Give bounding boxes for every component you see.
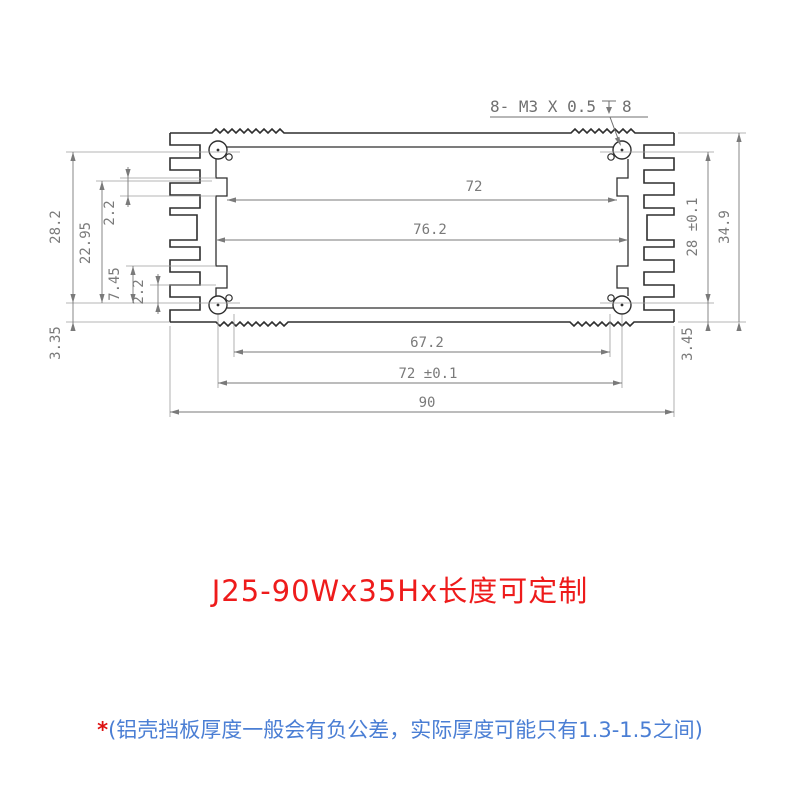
boss-slot-curl bbox=[607, 153, 615, 161]
technical-drawing: 72 76.2 67.2 72 ±0.1 90 28.2 22.95 2.2 7… bbox=[48, 97, 746, 417]
footnote-text: (铝壳挡板厚度一般会有负公差，实际厚度可能只有1.3-1.5之间) bbox=[108, 718, 703, 742]
left-fins bbox=[169, 133, 201, 322]
dim-left-groove-upper: 2.2 bbox=[102, 200, 118, 225]
boss-center-dot bbox=[216, 303, 220, 307]
boss-slot-curl bbox=[225, 294, 233, 302]
profile-top-edge bbox=[170, 127, 674, 135]
dim-inner-height-left: 28.2 bbox=[48, 210, 64, 244]
dim-left-upper-offset: 22.95 bbox=[78, 222, 94, 264]
dimension-labels: 72 76.2 67.2 72 ±0.1 90 28.2 22.95 2.2 7… bbox=[48, 179, 733, 411]
dim-left-guide-offset: 7.45 bbox=[107, 267, 123, 301]
screw-bosses bbox=[208, 140, 632, 315]
profile-bottom-edge bbox=[170, 320, 674, 328]
dimension-lines bbox=[72, 133, 740, 413]
product-title: J25-90Wx35Hx长度可定制 bbox=[211, 574, 589, 608]
boss-slot-curl bbox=[607, 294, 615, 302]
inner-wall-left bbox=[215, 159, 228, 296]
dim-overall-height: 34.9 bbox=[717, 210, 733, 244]
dim-left-groove-lower: 2.2 bbox=[131, 279, 147, 304]
thread-callout: 8- M3 X 0.5 8 bbox=[490, 97, 648, 146]
boss-center-dot bbox=[216, 148, 220, 152]
depth-symbol-arrow bbox=[606, 107, 612, 114]
thread-note-depth: 8 bbox=[622, 97, 632, 116]
extension-lines bbox=[66, 132, 746, 417]
right-fins bbox=[643, 133, 675, 322]
dim-left-wall-thickness: 3.35 bbox=[48, 326, 64, 360]
dim-inner-height-right: 28 ±0.1 bbox=[685, 197, 701, 256]
boss-slot-curl bbox=[225, 153, 233, 161]
boss-center-dot bbox=[620, 303, 624, 307]
dim-bottom-inner-width: 67.2 bbox=[410, 335, 444, 351]
dim-inner-width: 76.2 bbox=[413, 222, 447, 238]
thread-leader-arrow bbox=[614, 136, 621, 146]
dim-overall-width: 90 bbox=[419, 395, 436, 411]
inner-wall-right bbox=[616, 159, 629, 296]
thread-note-text: 8- M3 X 0.5 bbox=[490, 97, 596, 116]
dim-slot-width-top: 72 bbox=[466, 179, 483, 195]
footnote: *(铝壳挡板厚度一般会有负公差，实际厚度可能只有1.3-1.5之间) bbox=[0, 714, 800, 744]
boss-center-dot bbox=[620, 148, 624, 152]
dimension-arrows bbox=[70, 133, 742, 415]
dim-right-wall-thickness: 3.45 bbox=[680, 327, 696, 361]
dim-bottom-width-tol: 72 ±0.1 bbox=[398, 366, 457, 382]
footnote-asterisk: * bbox=[97, 718, 109, 742]
